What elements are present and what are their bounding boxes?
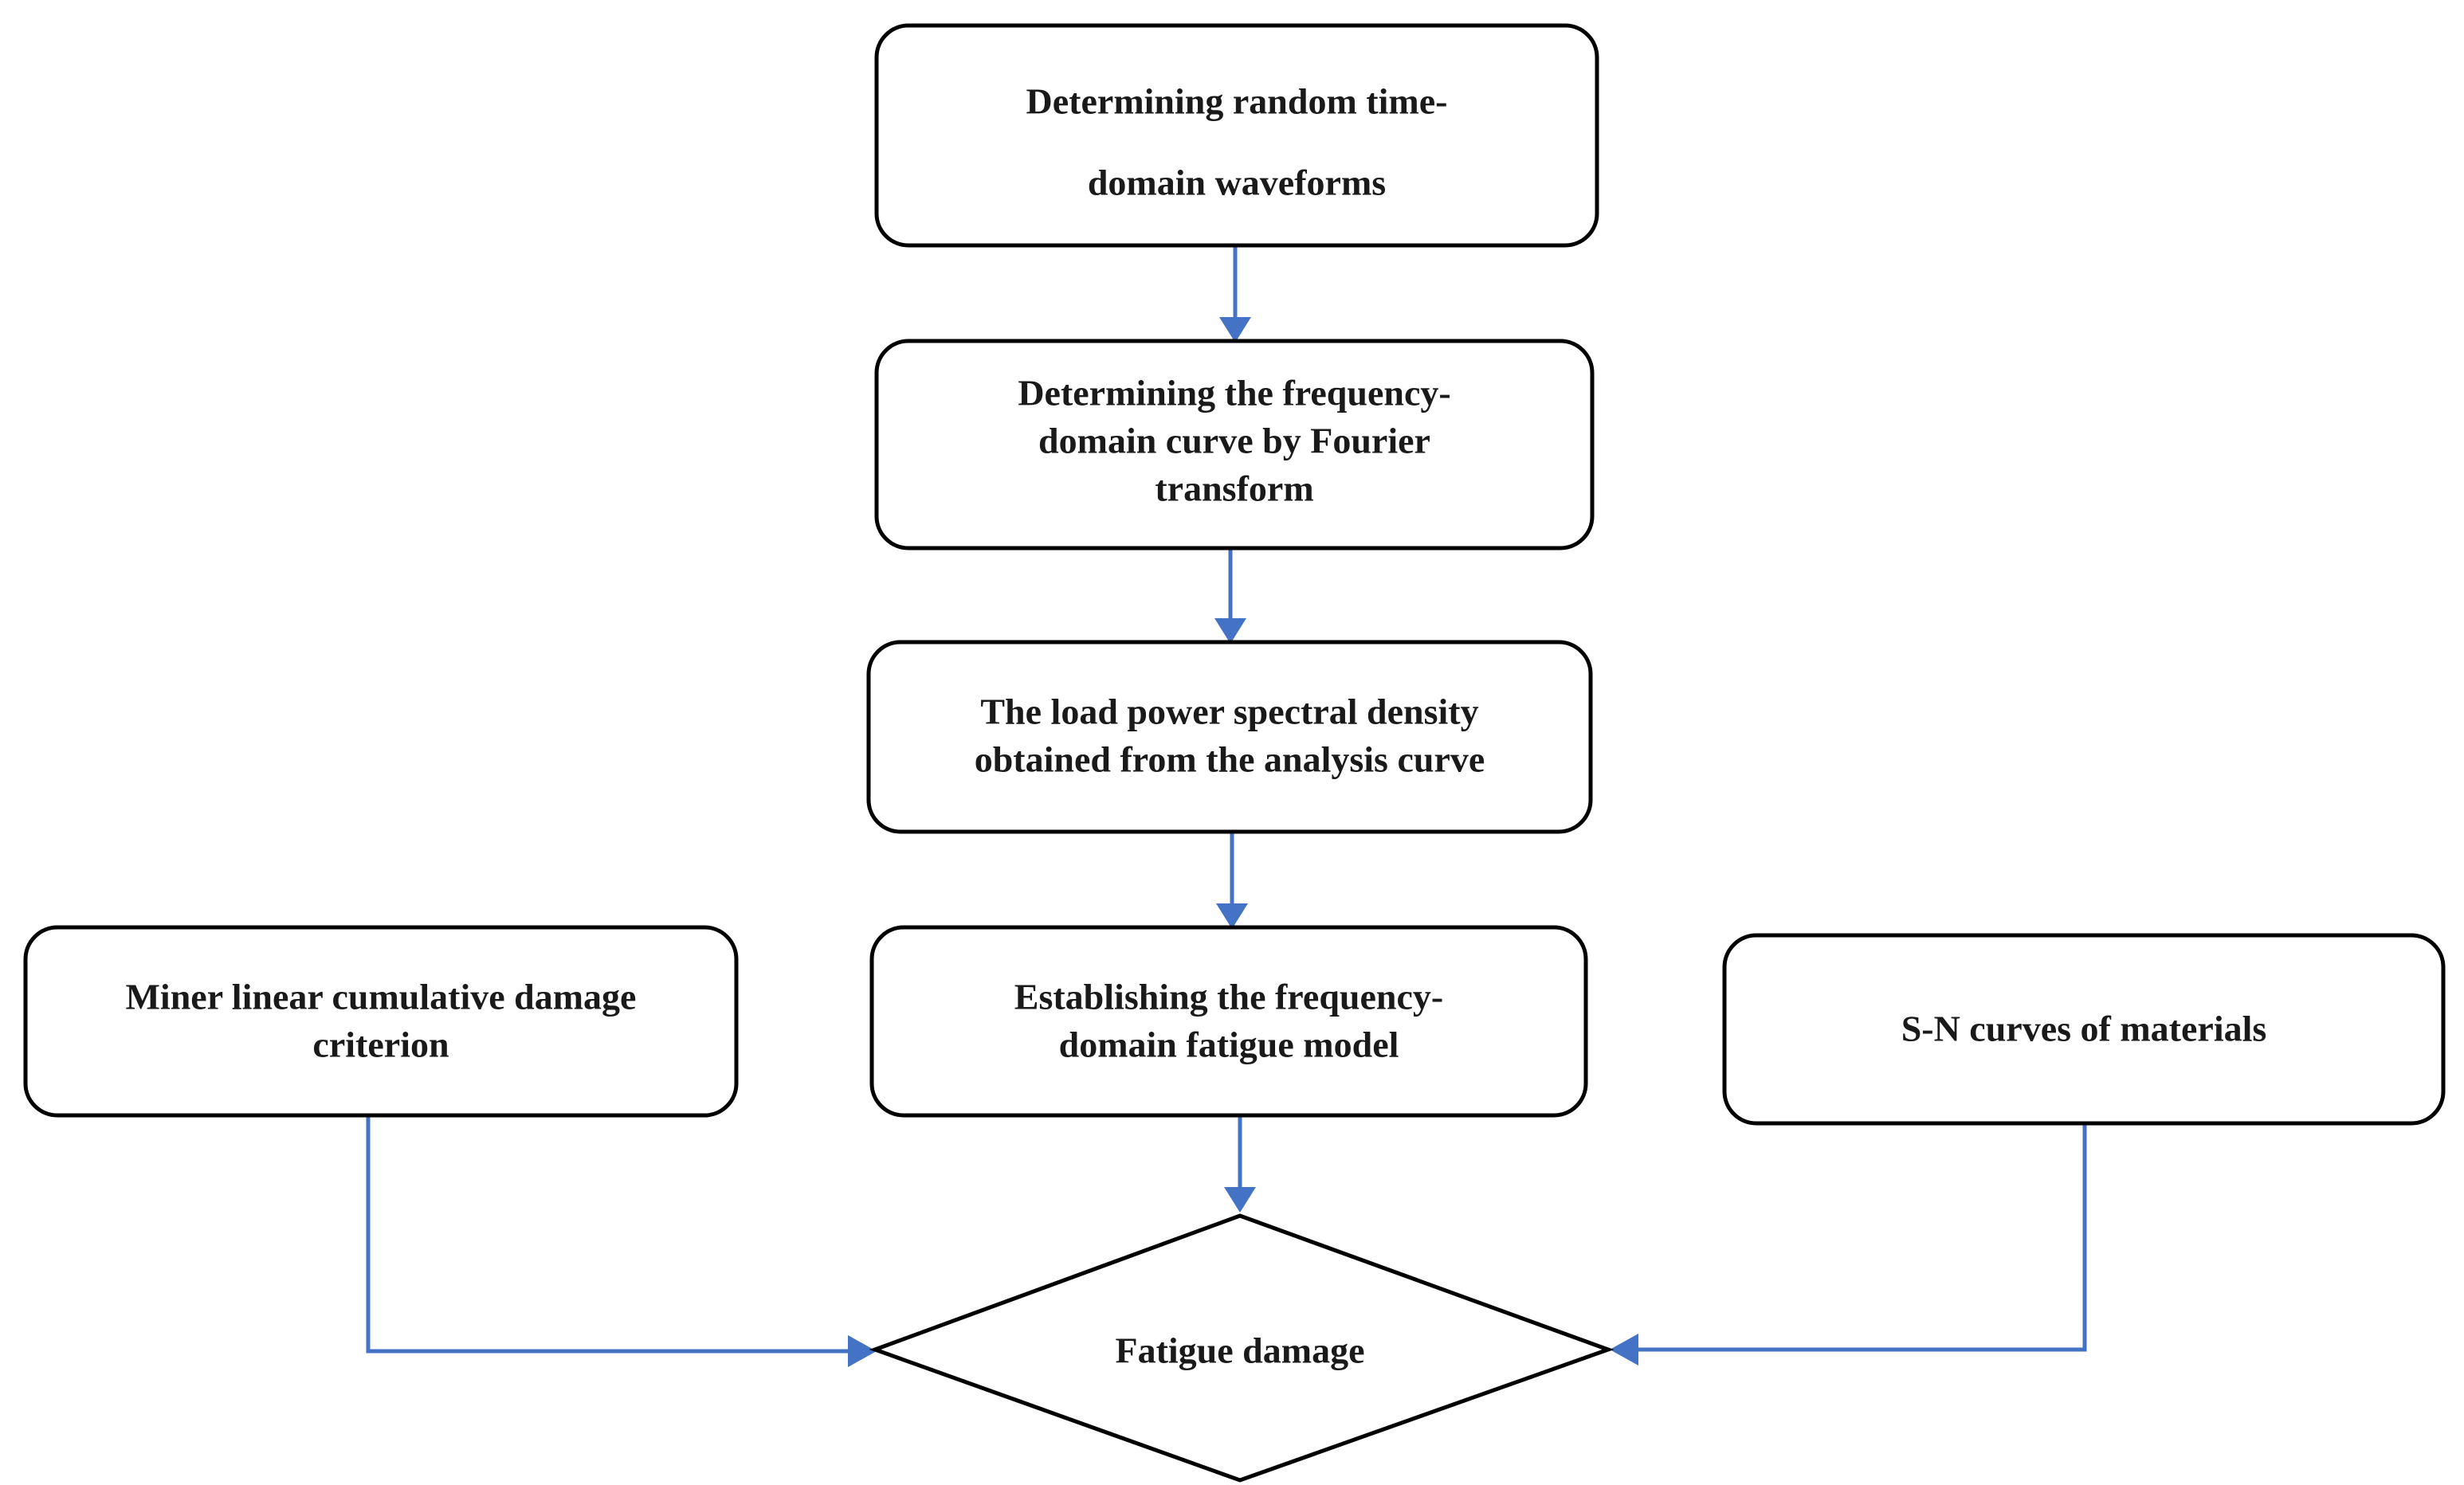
node-miner-box <box>23 925 739 1118</box>
node-fourier: Determining the frequency- domain curve … <box>874 339 1595 551</box>
arrowhead-miner-to-damage <box>848 1335 877 1367</box>
node-damage-line-1: Fatigue damage <box>1115 1330 1364 1371</box>
node-model: Establishing the frequency- domain fatig… <box>869 925 1588 1118</box>
connectors <box>366 245 2087 1367</box>
node-miner: Miner linear cumulative damage criterion <box>23 925 739 1118</box>
node-miner-line-2: criterion <box>312 1025 449 1065</box>
node-damage: Fatigue damage <box>869 1213 1615 1483</box>
connector-miner-to-damage <box>366 1115 848 1354</box>
node-waveforms-box <box>874 23 1599 248</box>
node-fourier-box <box>874 339 1595 551</box>
arrowhead-fourier-to-psd <box>1214 618 1246 644</box>
node-psd-box <box>866 640 1593 834</box>
node-model-line-2: domain fatigue model <box>1059 1025 1399 1065</box>
node-waveforms: Determining random time- domain waveform… <box>874 23 1599 248</box>
node-sn-box <box>1722 933 2446 1126</box>
node-waveforms-line-2: domain waveforms <box>1088 163 1386 203</box>
node-fourier-line-2: domain curve by Fourier <box>1038 421 1430 461</box>
arrowhead-waveforms-to-fourier <box>1219 317 1251 343</box>
arrowhead-sn-to-damage <box>1610 1334 1638 1365</box>
node-fourier-line-1: Determining the frequency- <box>1018 373 1450 413</box>
node-psd-line-2: obtained from the analysis curve <box>975 739 1485 780</box>
node-damage-diamond <box>869 1213 1615 1483</box>
node-model-line-1: Establishing the frequency- <box>1014 977 1443 1017</box>
node-fourier-line-3: transform <box>1155 468 1313 509</box>
arrowhead-model-to-damage <box>1224 1187 1256 1213</box>
node-psd: The load power spectral density obtained… <box>866 640 1593 834</box>
node-waveforms-line-1: Determining random time- <box>1026 81 1448 122</box>
connector-sn-to-damage <box>1638 1123 2087 1352</box>
node-psd-line-1: The load power spectral density <box>980 692 1478 732</box>
arrowhead-psd-to-model <box>1216 903 1248 929</box>
node-sn: S-N curves of materials <box>1722 933 2446 1126</box>
node-miner-line-1: Miner linear cumulative damage <box>126 977 637 1017</box>
node-sn-line-1: S-N curves of materials <box>1901 1009 2267 1049</box>
node-model-box <box>869 925 1588 1118</box>
